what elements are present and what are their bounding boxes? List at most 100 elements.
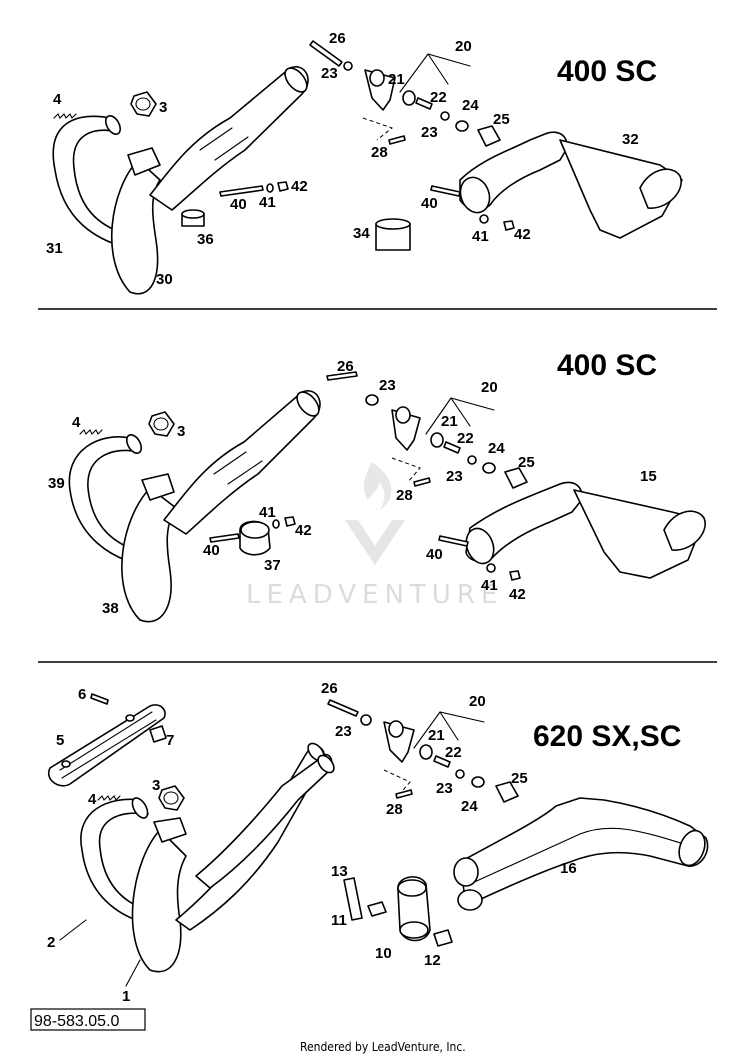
clip-25 (477, 125, 501, 147)
middle-pipe-outlet (284, 67, 308, 93)
label-39: 39 (48, 475, 65, 492)
sleeve-22-s3 (433, 755, 451, 768)
bracket-21-s3-grommet (388, 720, 404, 738)
clamp-10-bottom (399, 921, 429, 939)
heat-shield-5-hole-1 (125, 714, 135, 722)
label-28-s3: 28 (386, 801, 403, 818)
header-pipe-2-flange (131, 797, 149, 819)
clip-7 (149, 725, 167, 743)
bolt-28-s2 (413, 477, 431, 487)
label-20-s2: 20 (481, 379, 498, 396)
section-3: 620 SX,SC 5 6 7 4 3 2 1 26 23 (47, 680, 709, 1005)
label-37: 37 (264, 557, 281, 574)
label-38: 38 (102, 600, 119, 617)
gasket-3-s3 (158, 785, 185, 811)
silencer-body-15 (573, 489, 705, 579)
header-pipe-39-flange (125, 434, 143, 454)
rear-pipe-16-split (469, 827, 691, 885)
label-28: 28 (371, 144, 388, 161)
label-23-s3-upper: 23 (335, 723, 352, 740)
label-6: 6 (78, 686, 86, 703)
bolt-40 (219, 185, 264, 197)
header-pipe-31 (52, 115, 151, 253)
label-31: 31 (46, 240, 63, 257)
label-23-s3-lower: 23 (436, 780, 453, 797)
gasket-3-hole (135, 97, 151, 111)
middle-pipe-2-outlet (296, 391, 320, 417)
rubber-21 (402, 90, 416, 106)
clamp-37-ring (240, 521, 270, 539)
label-25: 25 (493, 111, 510, 128)
label-4-s2: 4 (72, 414, 81, 431)
assembly-line-28-s2 (391, 457, 421, 483)
bolt-40-right (430, 185, 461, 197)
header-pipe-30-flange (127, 147, 161, 176)
rear-pipe-16-opening-lower (457, 889, 483, 911)
silencer-inlet-32-opening (459, 176, 491, 214)
nut-11 (367, 901, 387, 917)
bolt-26 (309, 40, 343, 67)
header-pipe-2 (80, 798, 177, 929)
middle-pipe (149, 66, 309, 211)
bolt-28 (388, 135, 406, 145)
spring-4 (53, 113, 77, 119)
nut-42 (277, 181, 289, 192)
label-42-left: 42 (291, 178, 308, 195)
label-2: 2 (47, 934, 55, 951)
middle-pipe-seam (199, 127, 249, 161)
silencer-endcap-15 (663, 510, 706, 551)
header-pipe-38-flange (141, 473, 175, 501)
washer-41-s2-left (272, 519, 280, 529)
header-pipe-39 (68, 436, 161, 569)
rubber-21-s3 (419, 744, 433, 760)
front-pipe-lower (195, 753, 333, 889)
leader-1 (125, 959, 141, 987)
front-pipe-lower-end (317, 754, 335, 774)
assembly-line-28-s3 (383, 769, 411, 797)
assembly-line-28 (362, 117, 394, 141)
header-pipe-1-flange (153, 817, 187, 843)
clamp-10-top (397, 879, 427, 897)
watermark: LEADVENTURE (246, 462, 497, 610)
label-28-s2: 28 (396, 487, 413, 504)
label-3-s2: 3 (177, 423, 185, 440)
label-36: 36 (197, 231, 214, 248)
label-1: 1 (122, 988, 130, 1005)
label-22-s3: 22 (445, 744, 462, 761)
label-40-right: 40 (421, 195, 438, 212)
section-2-title: 400 SC (557, 349, 657, 382)
section-1: 400 SC 4 3 36 31 30 40 41 42 26 2 (46, 30, 683, 295)
label-42-right: 42 (514, 226, 531, 243)
heat-shield-5-ribs (59, 711, 157, 779)
clip-25-s2 (504, 467, 528, 489)
heat-shield-5-hole-2 (61, 760, 71, 768)
label-25-s3: 25 (511, 770, 528, 787)
label-21-s3: 21 (428, 727, 445, 744)
label-3: 3 (159, 99, 167, 116)
bolt-26-s2 (326, 371, 358, 381)
label-3-s3: 3 (152, 777, 160, 794)
silencer-body-32 (559, 139, 683, 239)
washer-23-upper (343, 61, 353, 71)
label-5: 5 (56, 732, 64, 749)
label-34: 34 (353, 225, 370, 242)
label-15: 15 (640, 468, 657, 485)
screw-6 (90, 693, 109, 705)
diagram-code: 98-583.05.0 (34, 1013, 120, 1030)
header-pipe-38 (121, 487, 177, 623)
label-13: 13 (331, 863, 348, 880)
label-24-s2: 24 (488, 440, 505, 457)
spring-4-s3 (97, 795, 121, 801)
washer-41 (266, 183, 274, 193)
bracket-21-grommet (369, 69, 385, 87)
sleeve-34-top (375, 218, 411, 230)
washer-23-s2-lower (467, 455, 477, 465)
label-40-left: 40 (230, 196, 247, 213)
label-10: 10 (375, 945, 392, 962)
section-1-title: 400 SC (557, 55, 657, 88)
rear-pipe-16 (459, 797, 709, 907)
rear-pipe-16-outlet (678, 829, 706, 867)
diagram-code-frame (30, 1008, 146, 1031)
gasket-3 (130, 91, 157, 117)
